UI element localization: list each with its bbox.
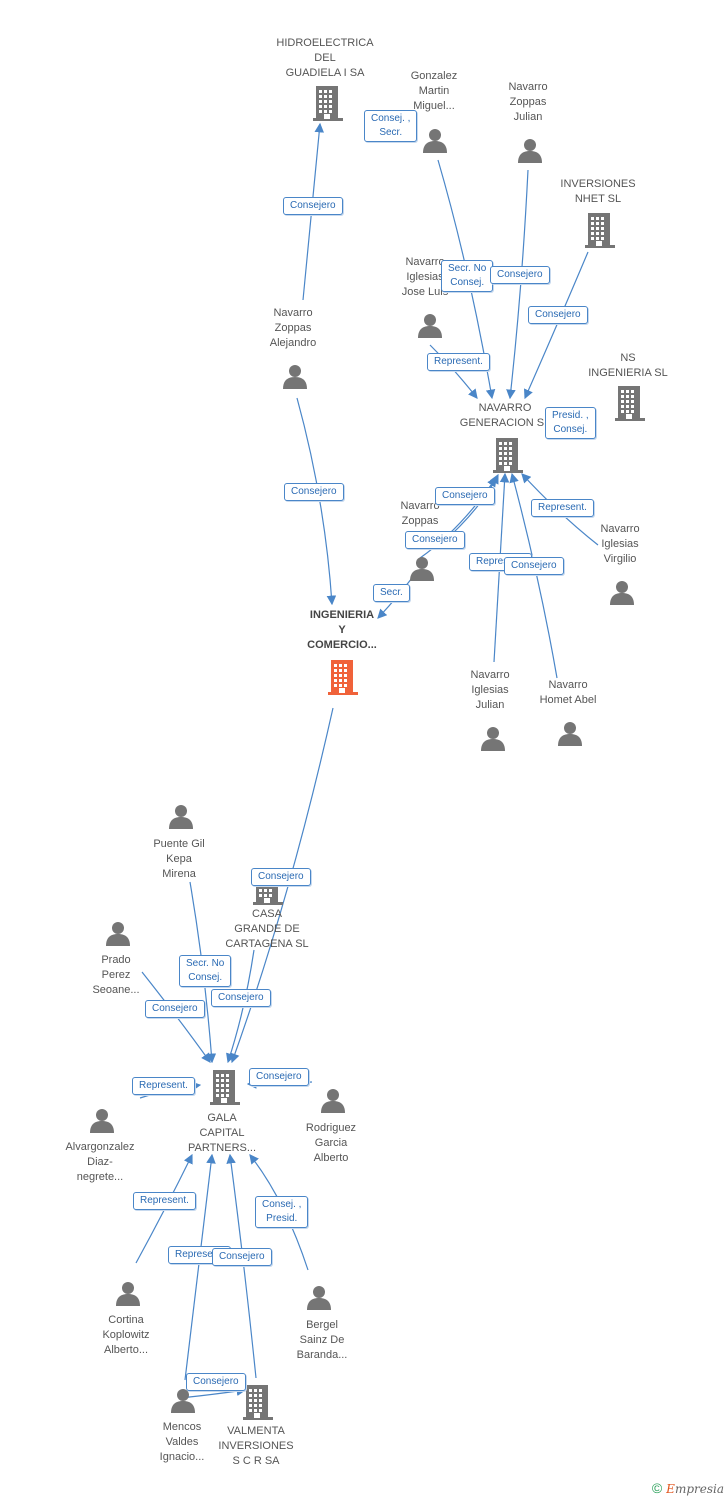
edge-valmenta-gala [226, 1153, 257, 1379]
edge-label[interactable]: Consejero [145, 1000, 205, 1018]
person-icon[interactable] [417, 312, 443, 343]
person-icon[interactable] [115, 1280, 141, 1311]
edge-label[interactable]: Presid. , Consej. [545, 407, 596, 439]
node-label-casa[interactable]: CASA GRANDE DE CARTAGENA SL [225, 908, 309, 950]
node-label-bergel[interactable]: Bergel Sainz De Baranda... [296, 1319, 348, 1361]
node-label-cortina[interactable]: Cortina Koplowitz Alberto... [102, 1314, 150, 1356]
node-label-nzj[interactable]: Navarro Zoppas Julian [508, 81, 548, 123]
person-icon[interactable] [105, 920, 131, 951]
node-label-niv[interactable]: Navarro Iglesias Virgilio [600, 523, 640, 565]
node-label-alvar[interactable]: Alvargonzalez Diaz- negrete... [65, 1141, 135, 1183]
person-icon[interactable] [609, 579, 635, 610]
building-icon[interactable] [585, 212, 615, 253]
brand-rest: mpresia [674, 1482, 724, 1496]
person-icon[interactable] [170, 1387, 196, 1418]
node-label-hidro[interactable]: HIDROELECTRICA DEL GUADIELA I SA [276, 37, 374, 79]
node-label-valmenta[interactable]: VALMENTA INVERSIONES S C R SA [218, 1425, 294, 1467]
node-label-puente[interactable]: Puente Gil Kepa Mirena [153, 838, 205, 880]
edge-nha-navgen [509, 472, 558, 679]
edge-label[interactable]: Secr. No Consej. [179, 955, 232, 987]
edge-label[interactable]: Consejero [251, 868, 311, 886]
brand-e: E [666, 1482, 675, 1496]
person-icon[interactable] [89, 1107, 115, 1138]
node-label-ingcom[interactable]: INGENIERIA Y COMERCIO... [307, 609, 377, 651]
edge-label[interactable]: Secr. [373, 584, 410, 602]
edge-prado-gala [141, 971, 211, 1063]
edge-label[interactable]: Consej. , Presid. [255, 1196, 309, 1228]
edge-label[interactable]: Consejero [490, 266, 550, 284]
person-icon[interactable] [517, 137, 543, 168]
edge-label[interactable]: Consejero [435, 487, 495, 505]
node-label-nha[interactable]: Navarro Homet Abel [539, 679, 597, 706]
person-icon[interactable] [168, 803, 194, 834]
edge-label[interactable]: Consejero [284, 483, 344, 501]
node-label-niju[interactable]: Navarro Iglesias Julian [470, 669, 510, 711]
edge-label[interactable]: Secr. No Consej. [441, 260, 494, 292]
node-label-gonzalez[interactable]: Gonzalez Martin Miguel... [410, 70, 458, 112]
edge-label[interactable]: Represent. [531, 499, 594, 517]
person-icon[interactable] [282, 363, 308, 394]
node-label-ns[interactable]: NS INGENIERIA SL [588, 352, 668, 379]
building-icon[interactable] [313, 85, 343, 126]
edge-nzj-navgen [506, 169, 529, 400]
node-label-rodriguez[interactable]: Rodriguez Garcia Alberto [305, 1122, 357, 1164]
building-icon[interactable] [615, 385, 645, 426]
edge-label[interactable]: Represent. [132, 1077, 195, 1095]
copyright-icon: © [651, 1480, 663, 1496]
edge-label[interactable]: Consejero [504, 557, 564, 575]
person-icon[interactable] [306, 1284, 332, 1315]
node-label-nhet[interactable]: INVERSIONES NHET SL [560, 178, 636, 205]
edge-label[interactable]: Consejero [211, 989, 271, 1007]
edge-label[interactable]: Consejero [249, 1068, 309, 1086]
edge-mencos-gala [184, 1153, 216, 1381]
building-icon[interactable] [328, 659, 358, 700]
edge-label[interactable]: Represent. [133, 1192, 196, 1210]
person-icon[interactable] [557, 720, 583, 751]
person-icon[interactable] [422, 127, 448, 158]
node-label-mencos[interactable]: Mencos Valdes Ignacio... [159, 1421, 205, 1463]
building-icon[interactable] [210, 1069, 240, 1110]
edge-label[interactable]: Consejero [283, 197, 343, 215]
edge-label[interactable]: Consejero [528, 306, 588, 324]
person-icon[interactable] [320, 1087, 346, 1118]
person-icon[interactable] [480, 725, 506, 756]
edge-nhet-navgen [523, 251, 589, 400]
edge-label[interactable]: Consejero [186, 1373, 246, 1391]
edge-nza-ingcom [296, 397, 337, 606]
building-icon[interactable] [493, 437, 523, 478]
person-icon[interactable] [409, 555, 435, 586]
empresia-logo[interactable]: ©Empresia [652, 1480, 724, 1496]
node-label-nza[interactable]: Navarro Zoppas Alejandro [269, 307, 317, 349]
node-label-nijl[interactable]: Navarro Iglesias Jose Luis [401, 256, 449, 298]
edge-ingcom-gala [230, 707, 334, 1064]
node-label-prado[interactable]: Prado Perez Seoane... [92, 954, 140, 996]
building-icon[interactable] [243, 1384, 273, 1425]
edge-label[interactable]: Consej. , Secr. [364, 110, 418, 142]
edge-label[interactable]: Consejero [212, 1248, 272, 1266]
edge-label[interactable]: Represent. [427, 353, 490, 371]
edge-casa-gala [226, 949, 255, 1064]
node-label-gala[interactable]: GALA CAPITAL PARTNERS... [187, 1112, 257, 1154]
edge-label[interactable]: Consejero [405, 531, 465, 549]
